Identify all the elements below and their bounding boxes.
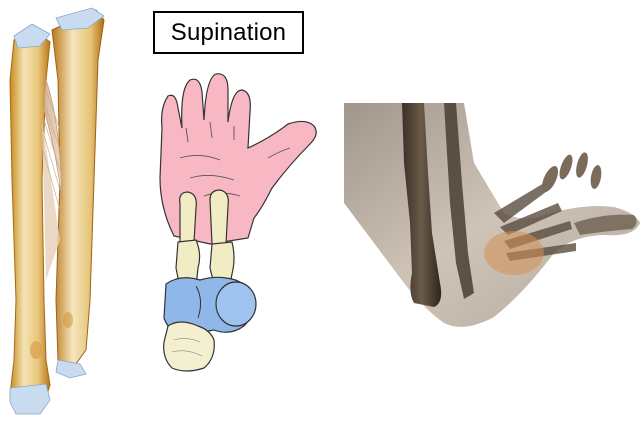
translucent-arm-rendering [344,103,644,341]
title-box: Supination [153,11,304,54]
forearm-bones-illustration [0,0,130,426]
hand-bones-icon [150,68,340,378]
hand-and-wrist-illustration [150,68,340,378]
radius-ulna-icon [0,0,130,426]
page-title: Supination [171,19,286,47]
arm-xray-icon [344,103,644,341]
